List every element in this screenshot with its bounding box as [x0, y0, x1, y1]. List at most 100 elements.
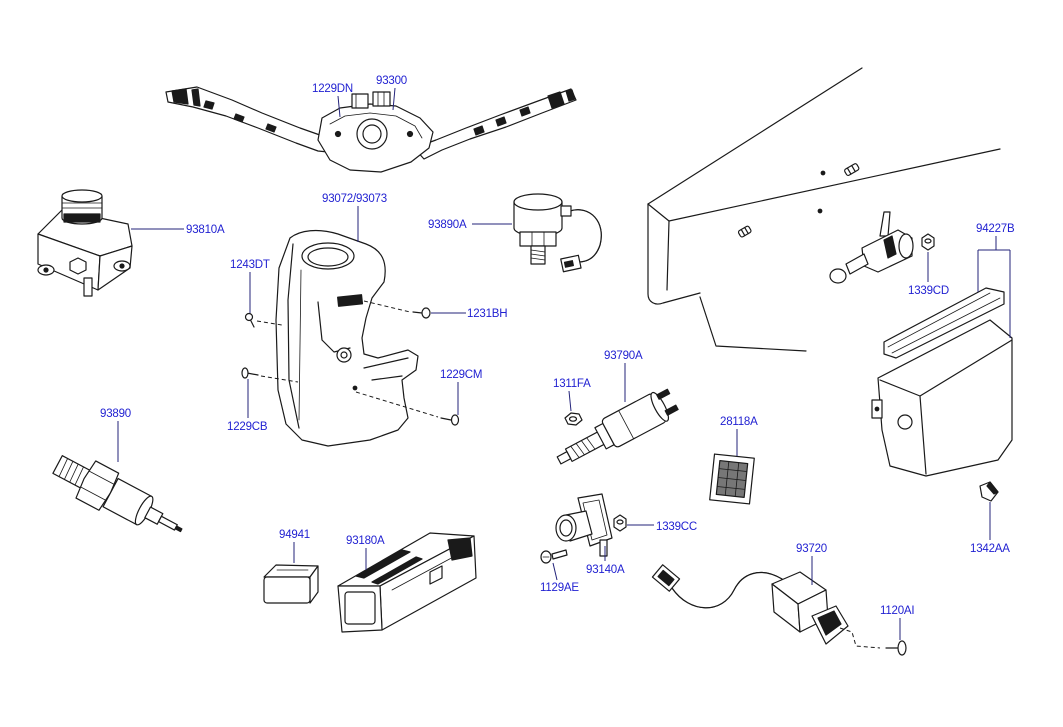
hub-detail: [329, 112, 423, 139]
rod-thread: [575, 442, 585, 456]
switch-body-top: [513, 193, 563, 211]
rail-groove: [891, 297, 1001, 354]
callout-1229cb: 1229CB: [227, 421, 268, 433]
panel-left-edge: [647, 203, 701, 305]
screw-1120ai-drawing: [885, 640, 907, 656]
hub-screw: [334, 130, 342, 138]
nut-1339cd-drawing: [921, 233, 935, 251]
thread-line: [530, 249, 546, 253]
shroud-lower-layer: [371, 375, 403, 381]
callout-93890a: 93890A: [428, 219, 467, 231]
thread-line: [69, 463, 79, 483]
body-band: [618, 410, 635, 440]
screw-1129ae-drawing: [540, 549, 568, 564]
part-93890-drawing: [52, 455, 183, 533]
switch-bracket: [879, 211, 891, 237]
shroud-mark: [352, 385, 358, 391]
peg-thread: [744, 226, 749, 235]
leader-line-93300: [392, 87, 396, 111]
connector-pin: [563, 260, 574, 268]
shroud-hole-inner: [340, 351, 348, 359]
clip-tab: [986, 481, 999, 495]
nut-hole: [616, 519, 624, 525]
callout-93810a: 93810A: [186, 224, 225, 236]
part-93790a-drawing: [556, 388, 679, 465]
panel-hole: [817, 208, 823, 214]
sender-tip: [174, 525, 183, 533]
left-lever-mark: [265, 123, 277, 133]
callout-93140a: 93140A: [586, 564, 625, 576]
peg-body: [737, 225, 752, 238]
callout-93890: 93890: [100, 408, 131, 420]
part-94941-drawing: [263, 564, 319, 604]
thread-line: [58, 458, 69, 478]
module-tab-hole: [874, 406, 880, 412]
switch-terminal: [560, 205, 572, 217]
cylinder-base-band: [63, 213, 101, 223]
hub-connector: [372, 91, 391, 107]
screw-shaft: [246, 372, 259, 376]
thread-line: [530, 257, 546, 261]
switch-top-stripe: [355, 549, 411, 579]
switch-knob: [829, 268, 847, 284]
switch-hex: [519, 231, 557, 247]
cap-top: [263, 564, 319, 578]
module-hole: [897, 414, 913, 430]
callout-1120ai: 1120AI: [880, 605, 914, 617]
screw-shaft: [551, 549, 568, 560]
plate-texture: [718, 468, 748, 472]
right-lever-mark: [495, 116, 507, 127]
thread-line: [530, 253, 546, 257]
switch-stem: [845, 253, 869, 275]
hub-center-hole: [362, 124, 382, 144]
fastener-path-1229cb: [260, 375, 299, 383]
leader-line-94227b: [977, 236, 1011, 338]
cap-front: [263, 576, 311, 604]
screw-1229cm-drawing: [440, 414, 460, 426]
part-94227b-drawing: [871, 287, 1013, 477]
fastener-path-1243dt: [256, 320, 283, 326]
part-93300-drawing: [165, 86, 577, 173]
solenoid-cap: [650, 391, 670, 422]
screw-1231bh-drawing: [412, 307, 431, 319]
switch-top-stripe: [371, 556, 423, 585]
screw-shaft: [412, 311, 423, 314]
right-lever-grip: [565, 89, 576, 102]
right-lever-mark: [519, 106, 531, 117]
leader-lines: [117, 87, 1011, 640]
part-93720-drawing: [651, 564, 849, 645]
shroud-edge: [298, 269, 302, 421]
switch-terminal: [599, 539, 608, 557]
part-93180a-drawing: [337, 532, 477, 633]
callout-1129ae: 1129AE: [540, 582, 579, 594]
part-93890a-drawing: [513, 193, 602, 273]
switch-button: [344, 591, 376, 625]
part-93810a-drawing: [37, 189, 133, 297]
rod-thread: [586, 437, 596, 450]
left-lever-grip: [171, 88, 189, 105]
thread-line: [63, 460, 74, 480]
panel-support-edge: [699, 296, 807, 352]
callout-94227b: 94227B: [976, 223, 1015, 235]
switch-edge-detail: [391, 547, 471, 591]
right-lever: [413, 88, 577, 160]
part-93072-93073-drawing: [275, 229, 419, 447]
callout-28118a: 28118A: [720, 416, 758, 428]
peg-thread: [846, 167, 852, 175]
rod-thread: [570, 445, 580, 459]
hub-screw: [406, 130, 414, 138]
callout-1342aa: 1342AA: [970, 543, 1010, 555]
callout-94941: 94941: [279, 529, 310, 541]
harness-connector: [651, 564, 681, 592]
rod-tip: [556, 451, 572, 465]
panel-front-edge: [647, 148, 1001, 222]
callout-1229cm: 1229CM: [440, 369, 482, 381]
screw-head: [244, 312, 254, 322]
screw-head: [897, 640, 907, 656]
sender-terminal: [158, 515, 178, 531]
wire-core: [569, 209, 602, 263]
leader-line-1311fa: [568, 390, 572, 412]
peg-body: [844, 163, 860, 176]
module-rail: [883, 287, 1005, 359]
shroud-opening-inner: [307, 247, 349, 267]
